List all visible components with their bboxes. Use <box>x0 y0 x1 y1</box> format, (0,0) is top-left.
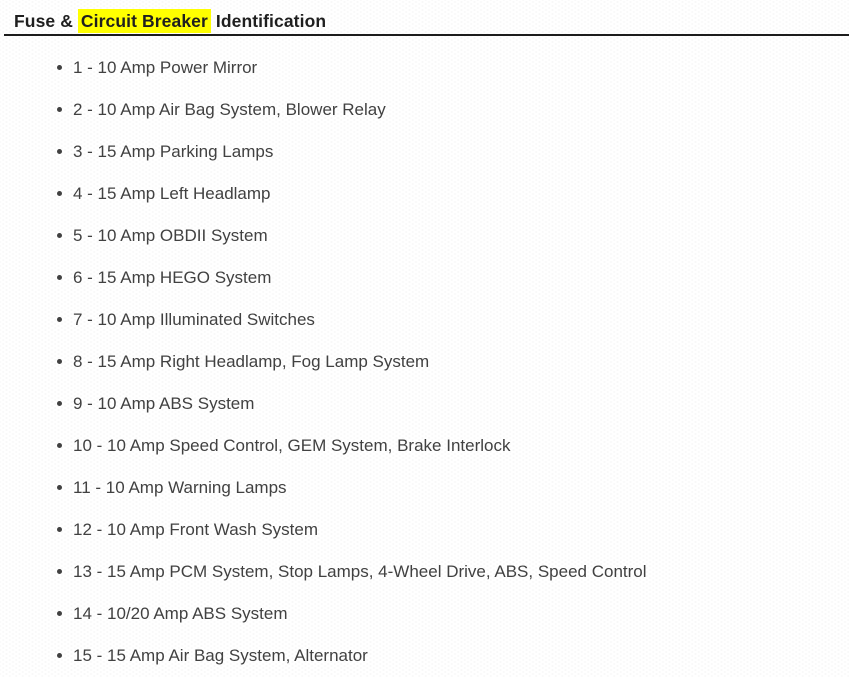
page-title: Fuse & Circuit Breaker Identification <box>14 9 849 34</box>
bullet-icon <box>57 149 62 154</box>
fuse-item-text: 6 - 15 Amp HEGO System <box>73 267 272 287</box>
fuse-item-text: 7 - 10 Amp Illuminated Switches <box>73 309 315 329</box>
list-item: 3 - 15 Amp Parking Lamps <box>0 131 849 173</box>
list-item: 9 - 10 Amp ABS System <box>0 383 849 425</box>
fuse-item-text: 14 - 10/20 Amp ABS System <box>73 603 288 623</box>
bullet-icon <box>57 275 62 280</box>
bullet-icon <box>57 107 62 112</box>
list-item: 13 - 15 Amp PCM System, Stop Lamps, 4-Wh… <box>0 551 849 593</box>
bullet-icon <box>57 611 62 616</box>
list-item: 10 - 10 Amp Speed Control, GEM System, B… <box>0 425 849 467</box>
list-item: 11 - 10 Amp Warning Lamps <box>0 467 849 509</box>
list-item: 7 - 10 Amp Illuminated Switches <box>0 299 849 341</box>
fuse-item-text: 5 - 10 Amp OBDII System <box>73 225 268 245</box>
bullet-icon <box>57 317 62 322</box>
fuse-item-text: 8 - 15 Amp Right Headlamp, Fog Lamp Syst… <box>73 351 430 371</box>
fuse-item-text: 3 - 15 Amp Parking Lamps <box>73 141 274 161</box>
bullet-icon <box>57 485 62 490</box>
fuse-item-text: 2 - 10 Amp Air Bag System, Blower Relay <box>73 99 386 119</box>
bullet-icon <box>57 653 62 658</box>
bullet-icon <box>57 359 62 364</box>
title-suffix: Identification <box>210 11 327 31</box>
list-item: 12 - 10 Amp Front Wash System <box>0 509 849 551</box>
search-highlight: Circuit Breaker <box>77 9 211 33</box>
bullet-icon <box>57 401 62 406</box>
divider <box>4 34 849 36</box>
fuse-item-text: 4 - 15 Amp Left Headlamp <box>73 183 271 203</box>
fuse-item-text: 10 - 10 Amp Speed Control, GEM System, B… <box>73 435 511 455</box>
fuse-item-text: 1 - 10 Amp Power Mirror <box>73 57 258 77</box>
bullet-icon <box>57 191 62 196</box>
list-item: 2 - 10 Amp Air Bag System, Blower Relay <box>0 89 849 131</box>
list-item: 15 - 15 Amp Air Bag System, Alternator <box>0 635 849 677</box>
fuse-item-text: 9 - 10 Amp ABS System <box>73 393 255 413</box>
bullet-icon <box>57 527 62 532</box>
title-prefix: Fuse & <box>14 11 78 31</box>
bullet-icon <box>57 443 62 448</box>
list-item: 14 - 10/20 Amp ABS System <box>0 593 849 635</box>
list-item: 5 - 10 Amp OBDII System <box>0 215 849 257</box>
fuse-item-text: 11 - 10 Amp Warning Lamps <box>73 477 287 497</box>
list-item: 8 - 15 Amp Right Headlamp, Fog Lamp Syst… <box>0 341 849 383</box>
bullet-icon <box>57 65 62 70</box>
bullet-icon <box>57 233 62 238</box>
list-item: 1 - 10 Amp Power Mirror <box>0 47 849 89</box>
fuse-item-text: 12 - 10 Amp Front Wash System <box>73 519 319 539</box>
fuse-item-text: 15 - 15 Amp Air Bag System, Alternator <box>73 645 368 665</box>
fuse-item-text: 13 - 15 Amp PCM System, Stop Lamps, 4-Wh… <box>73 561 647 581</box>
bullet-icon <box>57 569 62 574</box>
fuse-list: 1 - 10 Amp Power Mirror 2 - 10 Amp Air Ba… <box>0 47 849 677</box>
list-item: 4 - 15 Amp Left Headlamp <box>0 173 849 215</box>
list-item: 6 - 15 Amp HEGO System <box>0 257 849 299</box>
